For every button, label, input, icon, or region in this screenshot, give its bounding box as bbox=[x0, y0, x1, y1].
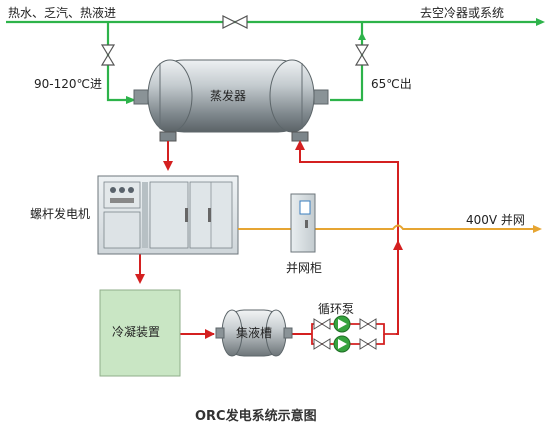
pump-assembly bbox=[311, 323, 396, 345]
evaporator-label: 蒸发器 bbox=[210, 88, 246, 103]
grid-cabinet-label: 并网柜 bbox=[286, 261, 322, 275]
down-arrow-icon bbox=[163, 161, 173, 171]
pump-label: 循环泵 bbox=[318, 302, 354, 316]
outlet-valve-icon[interactable] bbox=[354, 44, 370, 66]
grid-voltage-label: 400V 并网 bbox=[466, 213, 525, 227]
inlet-label: 热水、乏汽、热液进 bbox=[8, 5, 116, 20]
pump-valve-icon[interactable] bbox=[313, 318, 377, 350]
temp-in-label: 90-120℃进 bbox=[34, 77, 102, 91]
grid-cabinet[interactable] bbox=[290, 193, 316, 253]
temp-out-label: 65℃出 bbox=[371, 77, 412, 91]
bypass-valve-icon[interactable] bbox=[222, 15, 248, 29]
power-line bbox=[238, 224, 535, 230]
diagram-caption: ORC发电系统示意图 bbox=[195, 408, 317, 424]
condenser-label: 冷凝装置 bbox=[112, 324, 160, 339]
up-arrow-icon bbox=[393, 240, 403, 250]
grid-arrow-icon bbox=[533, 225, 542, 233]
condenser-unit[interactable] bbox=[99, 289, 181, 377]
inlet-valve-icon[interactable] bbox=[100, 44, 116, 66]
outlet-label: 去空冷器或系统 bbox=[420, 6, 504, 20]
receiver-tank[interactable] bbox=[215, 309, 293, 357]
down-arrow-icon bbox=[135, 274, 145, 284]
up-arrow-icon bbox=[295, 140, 305, 150]
inlet-arrow-icon bbox=[126, 96, 136, 104]
circulation-pump-icon[interactable] bbox=[333, 315, 351, 353]
outlet-arrow-icon bbox=[536, 18, 545, 26]
screw-generator-unit[interactable] bbox=[97, 175, 239, 255]
evaporator-vessel[interactable] bbox=[133, 59, 329, 142]
rise-arrow-icon bbox=[358, 32, 366, 40]
generator-label: 螺杆发电机 bbox=[30, 206, 90, 221]
receiver-label: 集液槽 bbox=[236, 325, 272, 340]
right-arrow-icon bbox=[205, 329, 215, 339]
